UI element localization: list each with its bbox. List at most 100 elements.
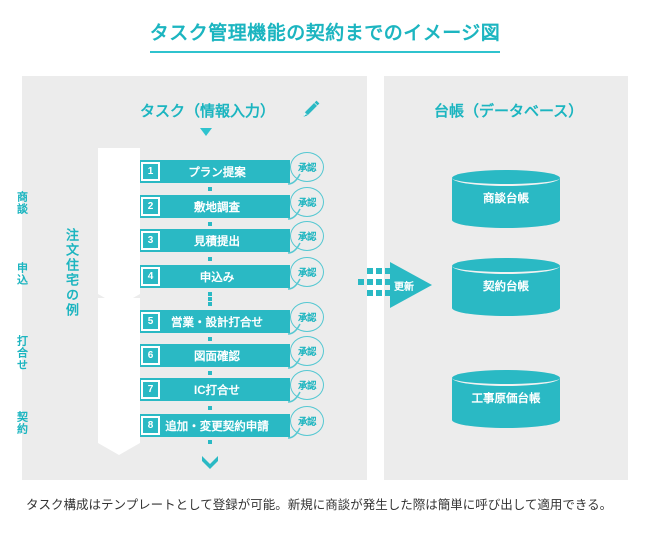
pencil-icon[interactable] xyxy=(300,98,322,120)
stage-label: 打合せ xyxy=(15,334,28,371)
flow-connector-dot xyxy=(208,370,212,375)
dot-grid-cell xyxy=(376,279,382,285)
approval-bubble-tail xyxy=(287,322,301,335)
task-row[interactable]: 2 敷地調査 xyxy=(135,195,290,218)
cylinder-top xyxy=(452,258,560,274)
dot-grid-cell xyxy=(367,290,373,296)
task-row[interactable]: 5 営業・設計打合せ xyxy=(135,310,290,333)
footer-note: タスク構成はテンプレートとして登録が可能。新規に商談が発生した際は簡単に呼び出し… xyxy=(26,498,613,512)
dot-grid-icon xyxy=(358,268,392,302)
approval-label: 承認 xyxy=(297,381,317,392)
task-label: 見積提出 xyxy=(194,235,240,248)
triangle-down-icon xyxy=(200,128,212,136)
approval-label: 承認 xyxy=(297,313,317,324)
task-number-badge: 2 xyxy=(141,197,160,216)
approval-bubble-tail xyxy=(287,390,301,403)
task-number-badge: 7 xyxy=(141,380,160,399)
task-number-badge: 5 xyxy=(141,312,160,331)
task-label: IC打合せ xyxy=(194,384,240,397)
database-label: 工事原価台帳 xyxy=(471,393,541,405)
database-label: 契約台帳 xyxy=(483,281,529,293)
stage-ribbon xyxy=(98,148,140,258)
approval-badge[interactable]: 承認 xyxy=(287,187,328,221)
flow-connector-dot xyxy=(208,221,212,226)
stage-ribbon xyxy=(98,253,140,294)
stage-ribbon xyxy=(98,298,140,407)
task-row[interactable]: 6 図面確認 xyxy=(135,344,290,367)
approval-badge[interactable]: 承認 xyxy=(287,336,328,370)
approval-bubble-circle: 承認 xyxy=(290,257,324,287)
cylinder-top xyxy=(452,370,560,386)
approval-bubble-tail xyxy=(287,356,301,369)
approval-bubble-circle: 承認 xyxy=(290,302,324,332)
flow-connector-dot xyxy=(208,302,212,307)
dot-grid-cell xyxy=(358,279,364,285)
task-label: 敷地調査 xyxy=(194,201,240,214)
approval-bubble-tail xyxy=(287,172,301,185)
task-label: 申込み xyxy=(199,271,235,284)
flow-connector-dot xyxy=(208,256,212,261)
flow-connector-dot xyxy=(208,440,212,444)
task-label: 営業・設計打合せ xyxy=(171,316,263,329)
stage-label: 商談 xyxy=(15,191,28,215)
approval-bubble-circle: 承認 xyxy=(290,221,324,251)
task-row[interactable]: 4 申込み xyxy=(135,265,290,288)
cylinder-top xyxy=(452,170,560,186)
task-label: 図面確認 xyxy=(194,350,240,363)
approval-label: 承認 xyxy=(297,347,317,358)
database-cylinder: 工事原価台帳 xyxy=(452,370,560,428)
vertical-example-label: 注文住宅の例 xyxy=(64,228,79,318)
approval-bubble-tail xyxy=(287,277,301,290)
flow-connector-dot xyxy=(208,405,212,410)
approval-badge[interactable]: 承認 xyxy=(287,406,328,440)
task-row[interactable]: 7 IC打合せ xyxy=(135,378,290,401)
flow-connector-dot xyxy=(208,336,212,341)
approval-bubble-circle: 承認 xyxy=(290,406,324,436)
dot-grid-cell xyxy=(367,268,373,274)
approval-badge[interactable]: 承認 xyxy=(287,221,328,255)
approval-bubble-circle: 承認 xyxy=(290,152,324,182)
approval-badge[interactable]: 承認 xyxy=(287,370,328,404)
dot-grid-cell xyxy=(385,279,391,285)
task-number-badge: 1 xyxy=(141,162,160,181)
approval-bubble-circle: 承認 xyxy=(290,336,324,366)
flow-connector-dot xyxy=(208,291,212,296)
page-title: タスク管理機能の契約までのイメージ図 xyxy=(149,18,501,53)
flow-connector-dot xyxy=(208,187,212,191)
approval-bubble-circle: 承認 xyxy=(290,187,324,217)
stage-label: 契約 xyxy=(15,410,28,435)
approval-bubble-circle: 承認 xyxy=(290,370,324,400)
task-number-badge: 4 xyxy=(141,267,160,286)
task-number-badge: 3 xyxy=(141,231,160,250)
database-label: 商談台帳 xyxy=(483,193,529,205)
update-arrow-label: 更新 xyxy=(394,281,414,293)
task-number-badge: 6 xyxy=(141,346,160,365)
task-panel-header: タスク（情報入力） xyxy=(140,103,276,120)
approval-badge[interactable]: 承認 xyxy=(287,257,328,291)
approval-bubble-tail xyxy=(287,241,301,254)
approval-bubble-tail xyxy=(287,426,301,439)
approval-badge[interactable]: 承認 xyxy=(287,302,328,336)
task-row[interactable]: 8 追加・変更契約申請 xyxy=(135,414,290,437)
approval-label: 承認 xyxy=(297,268,317,279)
task-label: 追加・変更契約申請 xyxy=(165,420,269,433)
approval-label: 承認 xyxy=(297,232,317,243)
task-label: プラン提案 xyxy=(188,166,246,179)
task-number-badge: 8 xyxy=(141,416,160,435)
approval-label: 承認 xyxy=(297,417,317,428)
approval-badge[interactable]: 承認 xyxy=(287,152,328,186)
dot-grid-cell xyxy=(367,279,373,285)
dot-grid-cell xyxy=(385,290,391,296)
stage-label: 申込 xyxy=(15,261,28,286)
approval-label: 承認 xyxy=(297,198,317,209)
dot-grid-cell xyxy=(385,268,391,274)
database-cylinder: 商談台帳 xyxy=(452,170,560,228)
approval-label: 承認 xyxy=(297,163,317,174)
approval-bubble-tail xyxy=(287,207,301,220)
page-title-wrap: タスク管理機能の契約までのイメージ図 xyxy=(0,18,650,53)
task-row[interactable]: 1 プラン提案 xyxy=(135,160,290,183)
task-row[interactable]: 3 見積提出 xyxy=(135,229,290,252)
database-cylinder: 契約台帳 xyxy=(452,258,560,316)
flow-end-arrow-icon xyxy=(201,455,219,469)
dot-grid-cell xyxy=(376,268,382,274)
